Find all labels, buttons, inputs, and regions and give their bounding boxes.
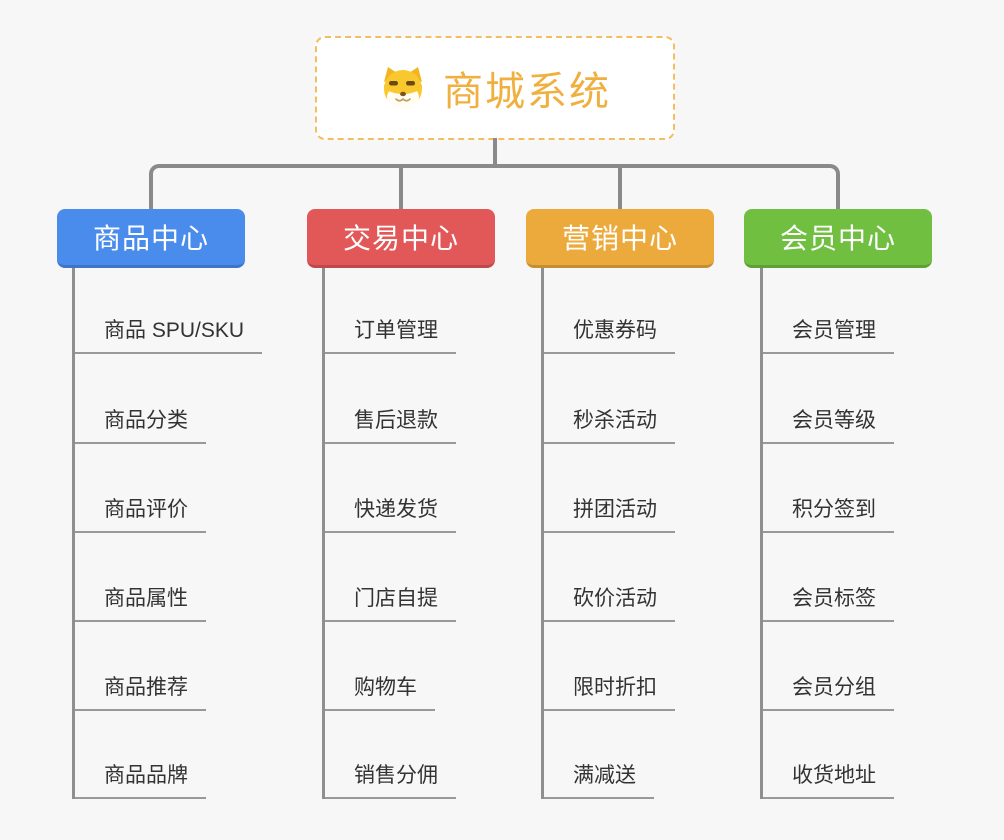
branch-label: 商品中心 [92,223,209,254]
leaf-node[interactable]: 收货地址 [763,763,894,799]
connector-drop-member [836,178,840,210]
root-title: 商城系统 [443,70,611,114]
connector-root-stem [493,138,497,166]
leaf-node[interactable]: 秒杀活动 [544,408,675,444]
leaf-node[interactable]: 会员标签 [763,586,894,622]
shiba-dog-icon [384,67,422,109]
leaf-node[interactable]: 砍价活动 [544,586,675,622]
leaf-node[interactable]: 售后退款 [325,408,456,444]
leaf-node[interactable]: 购物车 [325,675,435,711]
connector-elbow-right [824,164,840,180]
leaf-node[interactable]: 拼团活动 [544,497,675,533]
branch-children-trade: 订单管理 售后退款 快递发货 门店自提 购物车 销售分佣 [322,268,562,799]
branch-node-product[interactable]: 商品中心 [57,209,245,268]
leaf-node[interactable]: 商品推荐 [75,675,206,711]
connector-horizontal [160,164,828,168]
leaf-node[interactable]: 积分签到 [763,497,894,533]
connector-elbow-left [149,164,165,180]
leaf-node[interactable]: 会员分组 [763,675,894,711]
branch-label: 会员中心 [779,223,896,254]
branch-node-member[interactable]: 会员中心 [744,209,932,268]
leaf-node[interactable]: 门店自提 [325,586,456,622]
connector-drop-trade [399,164,403,210]
leaf-node[interactable]: 商品品牌 [75,763,206,799]
leaf-node[interactable]: 限时折扣 [544,675,675,711]
connector-drop-product [149,178,153,210]
leaf-node[interactable]: 商品 SPU/SKU [75,318,263,354]
leaf-node[interactable]: 会员等级 [763,408,894,444]
root-node[interactable]: 商城系统 [315,36,675,140]
branch-node-marketing[interactable]: 营销中心 [526,209,714,268]
leaf-node[interactable]: 优惠券码 [544,318,675,354]
connector-drop-marketing [618,164,622,210]
leaf-node[interactable]: 快递发货 [325,497,456,533]
leaf-node[interactable]: 会员管理 [763,318,894,354]
branch-label: 交易中心 [342,223,459,254]
leaf-node[interactable]: 商品评价 [75,497,206,533]
branch-label: 营销中心 [561,223,678,254]
leaf-node[interactable]: 销售分佣 [325,763,456,799]
leaf-node[interactable]: 满减送 [544,763,654,799]
leaf-node[interactable]: 商品属性 [75,586,206,622]
branch-children-product: 商品 SPU/SKU 商品分类 商品评价 商品属性 商品推荐 商品品牌 [72,268,312,799]
leaf-node[interactable]: 订单管理 [325,318,456,354]
branch-node-trade[interactable]: 交易中心 [307,209,495,268]
branch-children-marketing: 优惠券码 秒杀活动 拼团活动 砍价活动 限时折扣 满减送 [541,268,781,799]
leaf-node[interactable]: 商品分类 [75,408,206,444]
branch-children-member: 会员管理 会员等级 积分签到 会员标签 会员分组 收货地址 [760,268,1000,799]
